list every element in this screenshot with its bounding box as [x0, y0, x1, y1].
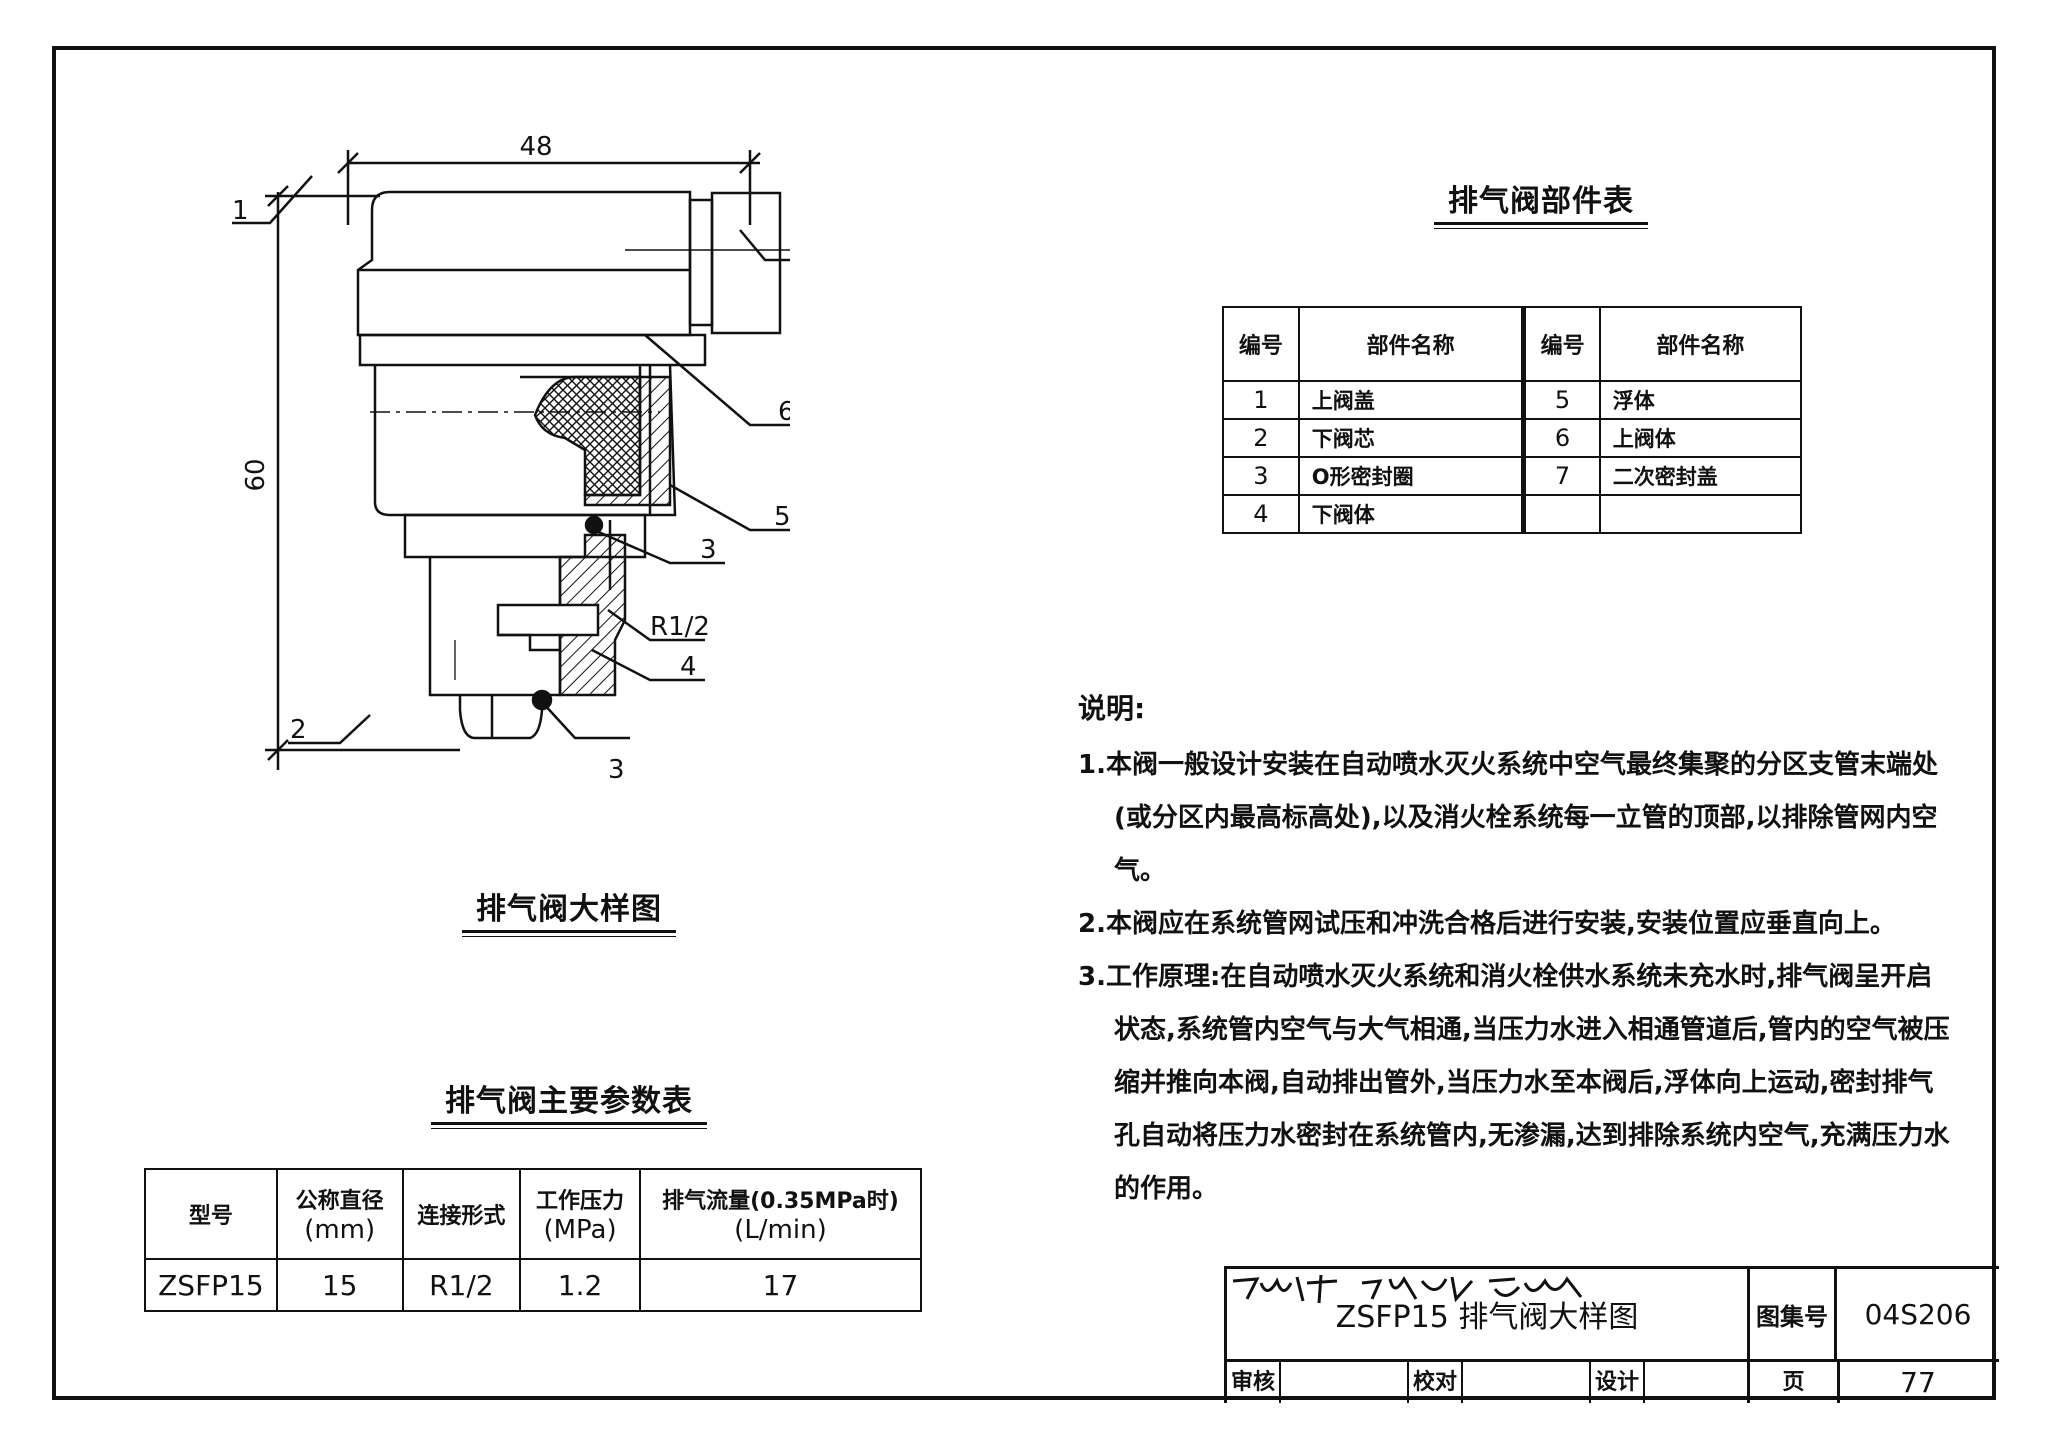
drawing-caption: 排气阀大样图 [462, 884, 676, 937]
params-table-title: 排气阀主要参数表 [431, 1076, 707, 1129]
review-label: 审核 [1227, 1362, 1281, 1403]
params-header-row: 型号 公称直径(mm) 连接形式 工作压力(MPa) 排气流量(0.35MPa时… [144, 1168, 923, 1260]
notes-heading: 说明: [1078, 692, 1146, 725]
notes-section: 说明: 1.本阀一般设计安装在自动喷水灭火系统中空气最终集聚的分区支管末端处(或… [1078, 682, 1958, 1216]
header-part-no: 编号 [1222, 306, 1300, 382]
title-block: ZSFP15 排气阀大样图 图集号 04S206 审核 校对 设计 页 77 [1224, 1266, 1999, 1403]
part-no: 2 [1222, 418, 1300, 458]
part-name: 下阀体 [1297, 494, 1525, 534]
header-model: 型号 [144, 1168, 278, 1260]
part-name: 上阀盖 [1297, 380, 1525, 420]
table-row: 1 上阀盖 5 浮体 [1222, 380, 1803, 420]
connection-value: R1/2 [401, 1258, 522, 1312]
page-label: 页 [1747, 1362, 1840, 1403]
note-item-3: 3.工作原理:在自动喷水灭火系统和消火栓供水系统未充水时,排气阀呈开启状态,系统… [1078, 962, 1950, 1204]
part-no: 3 [1222, 456, 1300, 496]
callout-6: 6 [778, 397, 790, 427]
header-air-flow: 排气流量(0.35MPa时)(L/min) [638, 1168, 923, 1260]
part-no: 1 [1222, 380, 1300, 420]
drawing-frame [52, 46, 1996, 1400]
table-row: 4 下阀体 [1222, 494, 1803, 534]
header-connection: 连接形式 [401, 1168, 522, 1260]
table-row: 3 O形密封圈 7 二次密封盖 [1222, 456, 1803, 496]
params-table: 型号 公称直径(mm) 连接形式 工作压力(MPa) 排气流量(0.35MPa时… [144, 1168, 923, 1312]
height-dimension: 60 [241, 458, 271, 491]
note-item-2: 2.本阀应在系统管网试压和冲洗合格后进行安装,安装位置应垂直向上。 [1078, 909, 1896, 939]
part-no: 4 [1222, 494, 1300, 534]
checker-signature [1361, 1276, 1474, 1303]
note-item-1: 1.本阀一般设计安装在自动喷水灭火系统中空气最终集聚的分区支管末端处(或分区内最… [1078, 750, 1938, 886]
header-nominal-diameter: 公称直径(mm) [275, 1168, 404, 1260]
atlas-label: 图集号 [1750, 1269, 1837, 1362]
parts-header-row: 编号 部件名称 编号 部件名称 [1222, 306, 1803, 382]
header-part-name: 部件名称 [1297, 306, 1525, 382]
callout-5: 5 [774, 502, 790, 532]
callout-4: 4 [680, 652, 697, 682]
valve-section-drawing: 48 60 1 7 6 5 3 R1/2 4 3 2 [232, 132, 790, 785]
table-row: 2 下阀芯 6 上阀体 [1222, 418, 1803, 458]
reviewer-signature [1232, 1274, 1338, 1304]
header-part-name-2: 部件名称 [1598, 306, 1803, 382]
drawing-title: ZSFP15 排气阀大样图 [1227, 1269, 1750, 1362]
part-no: 7 [1521, 456, 1601, 496]
design-label: 设计 [1589, 1362, 1645, 1403]
callout-3-upper: 3 [700, 535, 717, 565]
part-name: O形密封圈 [1297, 456, 1525, 496]
parts-table-title: 排气阀部件表 [1434, 176, 1648, 229]
part-name [1598, 494, 1803, 534]
flow-value: 17 [638, 1258, 923, 1312]
header-working-pressure: 工作压力(MPa) [519, 1168, 641, 1260]
check-label: 校对 [1407, 1362, 1463, 1403]
callout-3-lower: 3 [608, 755, 625, 785]
diameter-value: 15 [275, 1258, 404, 1312]
part-no: 5 [1521, 380, 1601, 420]
part-name: 上阀体 [1598, 418, 1803, 458]
part-name: 下阀芯 [1297, 418, 1525, 458]
callout-2: 2 [290, 715, 307, 745]
header-part-no-2: 编号 [1521, 306, 1601, 382]
width-dimension: 48 [519, 132, 552, 162]
table-row: ZSFP15 15 R1/2 1.2 17 [144, 1258, 923, 1312]
parts-table: 编号 部件名称 编号 部件名称 1 上阀盖 5 浮体 2 下阀芯 6 上阀体 3… [1222, 306, 1803, 534]
model-value: ZSFP15 [144, 1258, 278, 1312]
atlas-number: 04S206 [1837, 1269, 1999, 1362]
part-no [1521, 494, 1601, 534]
part-name: 浮体 [1598, 380, 1803, 420]
part-name: 二次密封盖 [1598, 456, 1803, 496]
designer-signature [1489, 1276, 1583, 1298]
part-no: 6 [1521, 418, 1601, 458]
page-number: 77 [1900, 1366, 1936, 1399]
callout-1: 1 [232, 196, 249, 226]
callout-r12: R1/2 [650, 612, 710, 642]
pressure-value: 1.2 [519, 1258, 641, 1312]
